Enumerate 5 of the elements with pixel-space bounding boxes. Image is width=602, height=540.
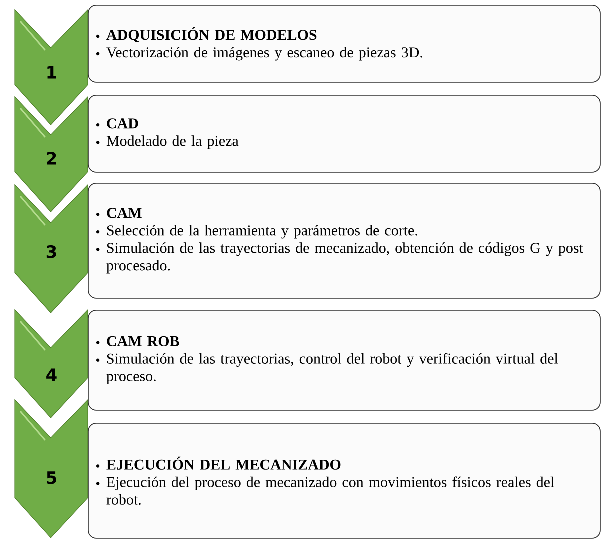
step-box: CAD Modelado de la pieza — [88, 95, 601, 173]
step-box: EJECUCIÓN DEL MECANIZADO Ejecución del proceso de mecanizado con movimientos físicos reales del robot. — [88, 423, 601, 539]
step-box: CAM Selección de la herramienta y parámetros de corte. Simulación de las trayectorias de mecanizado, obtención de códigos G y post procesado. — [88, 183, 601, 299]
step-box: CAM ROB Simulación de las trayectorias, control del robot y verificación virtual del proceso. — [88, 310, 601, 411]
step-box: ADQUISICIÓN DE MODELOS Vectorización de imágenes y escaneo de piezas 3D. — [88, 5, 601, 83]
